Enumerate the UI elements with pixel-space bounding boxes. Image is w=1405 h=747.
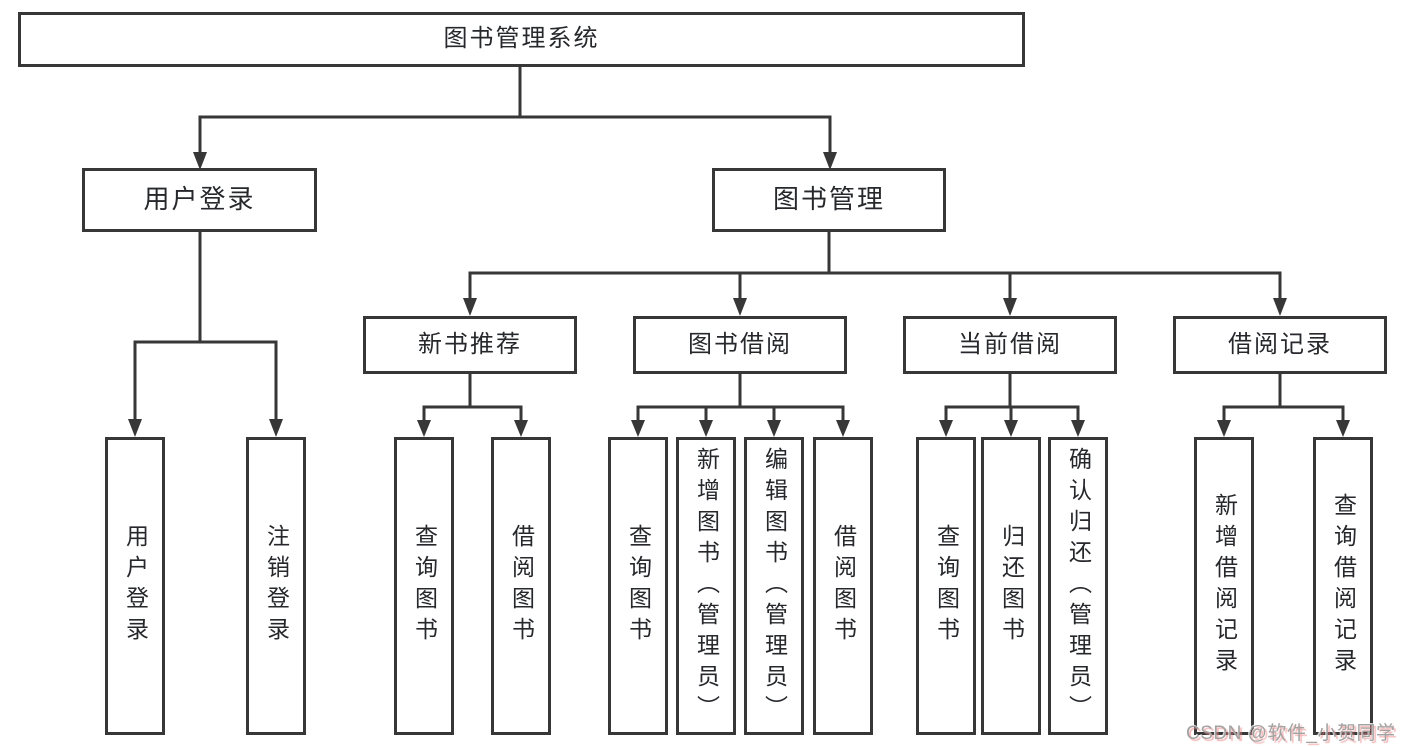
arrow-down-icon — [417, 420, 431, 437]
arrow-down-icon — [1273, 298, 1287, 316]
connector-current-borrow-branch — [939, 372, 1085, 437]
node-book-management: 图书管理 — [712, 168, 946, 232]
arrow-down-icon — [128, 419, 142, 437]
leaf-return-books: 归还图书 — [981, 437, 1041, 735]
connector-new-book-branch — [417, 372, 528, 437]
node-book-borrowing: 图书借阅 — [633, 316, 847, 374]
connector-book-borrow-branch — [631, 372, 850, 437]
node-label: 图书借阅 — [688, 330, 792, 358]
node-label: 新增借阅记录 — [1211, 493, 1238, 679]
node-label: 注销登录 — [263, 524, 290, 648]
arrow-down-icon — [1071, 420, 1085, 437]
arrow-down-icon — [631, 420, 645, 437]
arrow-down-icon — [733, 298, 747, 316]
node-label: 用户登录 — [143, 184, 256, 215]
leaf-add-books-admin: 新增图书（管理员） — [676, 437, 736, 735]
arrow-down-icon — [939, 420, 953, 437]
node-user-login: 用户登录 — [82, 168, 317, 232]
arrow-down-icon — [269, 419, 283, 437]
node-label: 查询图书 — [933, 524, 960, 648]
leaf-user-login: 用户登录 — [105, 437, 165, 735]
arrow-down-icon — [767, 420, 781, 437]
node-label: 查询图书 — [625, 524, 652, 648]
leaf-query-borrow-record: 查询借阅记录 — [1313, 437, 1373, 735]
node-current-borrowing: 当前借阅 — [903, 316, 1117, 374]
node-label: 查询图书 — [411, 524, 438, 648]
node-label: 归还图书 — [998, 524, 1025, 648]
node-label: 确认归还（管理员） — [1065, 446, 1092, 726]
leaf-edit-books-admin: 编辑图书（管理员） — [744, 437, 804, 735]
node-label: 新增图书（管理员） — [693, 446, 720, 726]
connector-root-branch — [193, 65, 837, 170]
csdn-watermark: CSDN @软件_小贺同学 — [1186, 723, 1396, 744]
leaf-query-books-borrow: 查询图书 — [608, 437, 668, 735]
arrow-down-icon — [1003, 298, 1017, 316]
leaf-borrow-books: 借阅图书 — [813, 437, 873, 735]
arrow-down-icon — [463, 298, 477, 316]
leaf-borrow-books-recommend: 借阅图书 — [491, 437, 551, 735]
connector-user-login-branch — [128, 230, 283, 437]
node-label: 编辑图书（管理员） — [761, 446, 788, 726]
node-label: 借阅图书 — [830, 524, 857, 648]
leaf-confirm-return-admin: 确认归还（管理员） — [1048, 437, 1108, 735]
node-label: 图书管理系统 — [443, 25, 600, 53]
arrow-down-icon — [699, 420, 713, 437]
node-label: 借阅图书 — [508, 524, 535, 648]
node-borrowing-records: 借阅记录 — [1173, 316, 1387, 374]
arrow-down-icon — [1004, 420, 1018, 437]
node-label: 用户登录 — [122, 524, 149, 648]
node-label: 查询借阅记录 — [1330, 493, 1357, 679]
node-label: 图书管理 — [772, 184, 885, 215]
arrow-down-icon — [836, 420, 850, 437]
arrow-down-icon — [1217, 420, 1231, 437]
leaf-query-books-current: 查询图书 — [916, 437, 976, 735]
connector-borrow-records-branch — [1217, 372, 1350, 437]
leaf-logout-login: 注销登录 — [246, 437, 306, 735]
node-label: 当前借阅 — [958, 330, 1062, 358]
leaf-add-borrow-record: 新增借阅记录 — [1194, 437, 1254, 735]
node-label: 新书推荐 — [418, 330, 522, 358]
node-label: 借阅记录 — [1228, 330, 1332, 358]
leaf-query-books-recommend: 查询图书 — [394, 437, 454, 735]
node-root-library-system: 图书管理系统 — [18, 12, 1025, 67]
node-new-book-recommendation: 新书推荐 — [363, 316, 577, 374]
arrow-down-icon — [514, 420, 528, 437]
connector-book-management-branch — [463, 230, 1287, 316]
arrow-down-icon — [1336, 420, 1350, 437]
